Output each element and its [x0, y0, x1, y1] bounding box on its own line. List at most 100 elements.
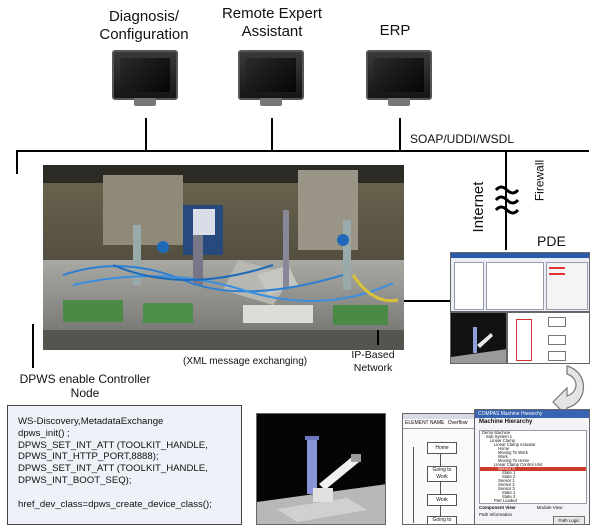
state-diagram-header: ELEMENT NAME Overflow: [403, 419, 481, 429]
ip-network-label: IP-Based Network: [345, 349, 401, 375]
client-label-line: Remote Expert: [221, 5, 323, 22]
code-line: [18, 487, 233, 499]
controller-label-line: Node: [70, 386, 100, 400]
machine-illustration: [43, 165, 404, 350]
machine-hierarchy-window: COMPAS Machine Hierarchy Machine Hierarc…: [474, 409, 590, 525]
tab-component-view[interactable]: Component View: [479, 505, 516, 510]
protocol-label: SOAP/UDDI/WSDL: [410, 132, 515, 146]
tree-item[interactable]: State 1: [502, 490, 516, 495]
internet-label: Internet: [470, 181, 487, 233]
left-vertical-line: [16, 150, 18, 174]
path-info-label: Path Information: [479, 512, 513, 517]
network-backbone: [16, 150, 589, 152]
tree-item[interactable]: Sensor 3: [498, 486, 515, 491]
xml-label: (XML message exchanging): [183, 356, 308, 367]
monitor-screen: [374, 58, 424, 92]
pde-titlebar: [451, 253, 589, 258]
panel-title: Machine Hierarchy: [479, 419, 533, 425]
pde-property-panel: [546, 262, 588, 310]
pde-tool-screenshot: [450, 252, 590, 312]
tree-item[interactable]: Linear Clamp: [490, 438, 515, 443]
monitor-bezel: [366, 50, 432, 100]
tree-item[interactable]: State 2: [502, 474, 516, 479]
state-node-home: Home: [427, 442, 457, 454]
client-label-line: Configuration: [99, 26, 189, 43]
dpws-code-box: WS-Discovery,MetadataExchange dpws_init(…: [7, 405, 242, 525]
code-line: DPWS_INT_BOOT_SEQ);: [18, 474, 132, 486]
view-tabs: Component View Module View: [479, 504, 585, 511]
pde-state-view: [507, 312, 590, 364]
monitor-stand: [388, 98, 410, 106]
tree-item[interactable]: Moving To Work: [498, 450, 528, 455]
drop-line-remote-expert: [271, 118, 273, 150]
pde-red-item: [549, 273, 565, 275]
controller-label: DPWS enable Controller Node: [5, 372, 165, 400]
computer-monitor-diagnosis: [106, 50, 186, 126]
pde-3d-view: [450, 312, 507, 364]
network-link-line: [377, 330, 379, 345]
column-header-2: Overflow: [447, 420, 468, 426]
tab-module-view[interactable]: Module View: [536, 505, 563, 510]
drop-line-diagnosis: [145, 118, 147, 150]
code-line: href_dev_class=dpws_create_device_class(…: [18, 498, 212, 510]
tree-item[interactable]: Moving To Home: [498, 458, 530, 463]
state-box: [548, 351, 566, 361]
monitor-screen: [120, 58, 170, 92]
state-connector: [440, 481, 441, 494]
state-node-going-to-home: Going to Home: [427, 516, 457, 524]
state-connector: [440, 453, 441, 466]
window-titlebar: COMPAS Machine Hierarchy: [475, 410, 589, 418]
client-label-erp: ERP: [365, 22, 425, 40]
state-box: [548, 317, 566, 327]
path-logic-button[interactable]: Path Logic: [553, 516, 585, 524]
state-connector: [440, 505, 441, 516]
tree-item[interactable]: Linear Clamp Actuator: [494, 442, 536, 447]
code-line: dpws_init() ;: [18, 427, 70, 439]
tree-item[interactable]: Demo Machine: [482, 430, 511, 435]
client-label-line: Assistant: [241, 23, 303, 40]
tree-item[interactable]: Part Loaded: [494, 498, 517, 503]
code-line: DPWS_SET_INT_ATT (TOOLKIT_HANDLE,: [18, 439, 208, 451]
code-line: DPWS_INT_HTTP_PORT,8888);: [18, 451, 159, 463]
pde-link-line: [404, 300, 450, 302]
client-label-remote-expert: Remote Expert Assistant: [210, 5, 334, 41]
controller-leader-line: [32, 324, 34, 368]
ip-network-label-line: Network: [353, 362, 393, 374]
controller-node-photo: [43, 165, 404, 350]
pde-red-item: [549, 267, 565, 269]
state-node-going-to-work: Going to Work: [427, 466, 457, 482]
tree-item[interactable]: State 1: [502, 470, 516, 475]
state-diagram-titlebar: [403, 414, 481, 419]
monitor-stand: [134, 98, 156, 106]
computer-monitor-erp: [360, 50, 440, 126]
robot-3d-view: [256, 413, 386, 525]
tree-item[interactable]: Linear Clamp Control Unit: [494, 462, 543, 467]
tree-item[interactable]: Sensor 2: [498, 482, 515, 487]
monitor-bezel: [238, 50, 304, 100]
drop-line-erp: [399, 118, 401, 150]
code-line: DPWS_SET_INT_ATT (TOOLKIT_HANDLE,: [18, 463, 208, 475]
tree-item[interactable]: Sub System 1: [486, 434, 513, 439]
client-label-line: ERP: [379, 22, 411, 39]
state-box: [548, 335, 566, 345]
pde-tree-panel: [454, 262, 484, 310]
monitor-screen: [246, 58, 296, 92]
state-node-work: Work: [427, 494, 457, 506]
tree-item[interactable]: Sensor 1: [498, 478, 515, 483]
tree-item[interactable]: Work: [498, 454, 508, 459]
client-label-diagnosis: Diagnosis/ Configuration: [88, 8, 200, 44]
robot-arm-3d: [451, 313, 506, 363]
code-line: WS-Discovery,MetadataExchange: [18, 416, 164, 427]
state-box: [516, 319, 532, 361]
computer-monitor-remote-expert: [232, 50, 312, 126]
controller-label-line: DPWS enable Controller: [19, 372, 151, 386]
client-label-line: Diagnosis/: [108, 8, 180, 25]
monitor-stand: [260, 98, 282, 106]
column-header: ELEMENT NAME: [405, 420, 445, 426]
tree-item[interactable]: State 2: [502, 494, 516, 499]
tree-item[interactable]: Home: [498, 446, 510, 451]
robot-3d-illustration: [257, 414, 385, 524]
tree-item[interactable]: Sensor 0: [480, 466, 586, 471]
